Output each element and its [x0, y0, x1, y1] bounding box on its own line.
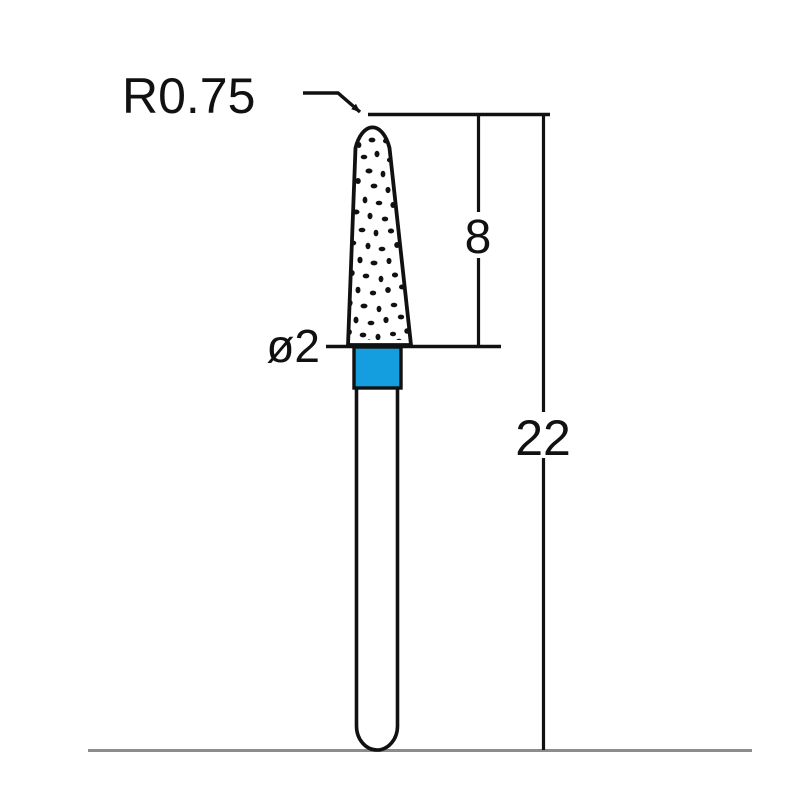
diamond-grit-speckles: [348, 126, 411, 340]
radius-leader-group: R0.75: [122, 68, 362, 124]
diamond-head-group: [346, 125, 413, 347]
dimension-working-length: 8: [465, 116, 492, 346]
radius-leader-line: [303, 91, 362, 114]
dimension-head-diameter: ø2: [266, 320, 320, 372]
dimension-label-8: 8: [465, 211, 492, 264]
dimension-label-22: 22: [515, 410, 571, 466]
diamond-head-outline: [346, 125, 413, 347]
bur-shank-body: [354, 384, 400, 752]
grit-code-band: [352, 345, 403, 390]
dimension-label-radius: R0.75: [122, 68, 255, 124]
dimension-overall-length: 22: [515, 116, 571, 750]
bur-shank-group: [354, 384, 400, 752]
grit-code-band-group: [352, 345, 403, 390]
dimension-label-diameter: ø2: [266, 320, 320, 372]
